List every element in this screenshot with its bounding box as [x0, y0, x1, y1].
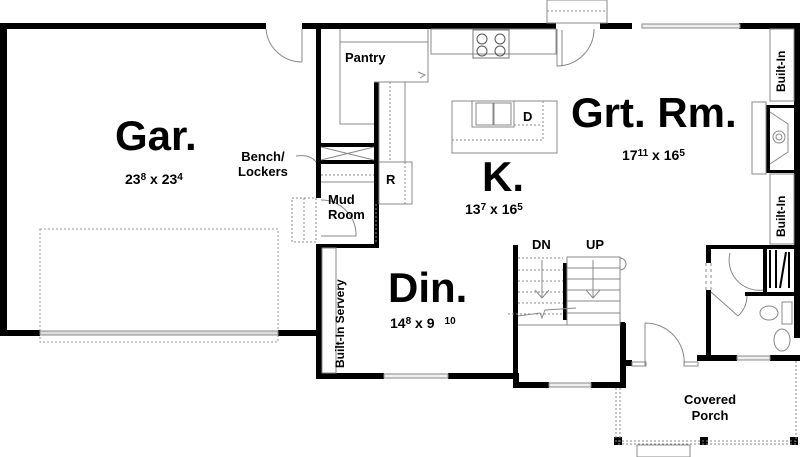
covered-porch-label: Covered Porch: [683, 392, 737, 423]
built-in-top-label: Built-In: [774, 50, 788, 92]
thin-lines: [39, 0, 798, 457]
top-door-swing: [556, 28, 595, 67]
garage-label: Gar.: [115, 112, 197, 159]
refrigerator-label: R: [386, 172, 396, 187]
bench-lockers-label: Bench/ Lockers: [238, 149, 288, 179]
built-in-bottom-label: Built-In: [774, 195, 788, 237]
garage-door-swing: [265, 28, 303, 63]
great-room-label: Grt. Rm.: [571, 89, 737, 136]
stair-down-treads: [508, 257, 563, 315]
built-in-servery-label: Built-In Servery: [333, 279, 347, 368]
kitchen-label: K.: [482, 153, 524, 200]
great-room-dimensions: 1711 x 165: [622, 147, 685, 163]
pantry-label: Pantry: [345, 50, 386, 65]
kitchen-dimensions: 137 x 165: [465, 201, 523, 217]
dining-label: Din.: [388, 264, 468, 311]
interior-walls: [316, 82, 794, 380]
stairs-up-label: UP: [586, 237, 605, 252]
mud-door-swing: [320, 199, 357, 237]
range-burners: [476, 33, 506, 57]
mud-room-label: Mud Room: [328, 192, 365, 222]
exterior-walls: [0, 23, 800, 445]
front-door-swing: [644, 322, 685, 367]
dishwasher-label: D: [523, 109, 533, 124]
stairs-down-label: DN: [532, 237, 551, 252]
garage-dimensions: 238 x 234: [125, 171, 183, 187]
